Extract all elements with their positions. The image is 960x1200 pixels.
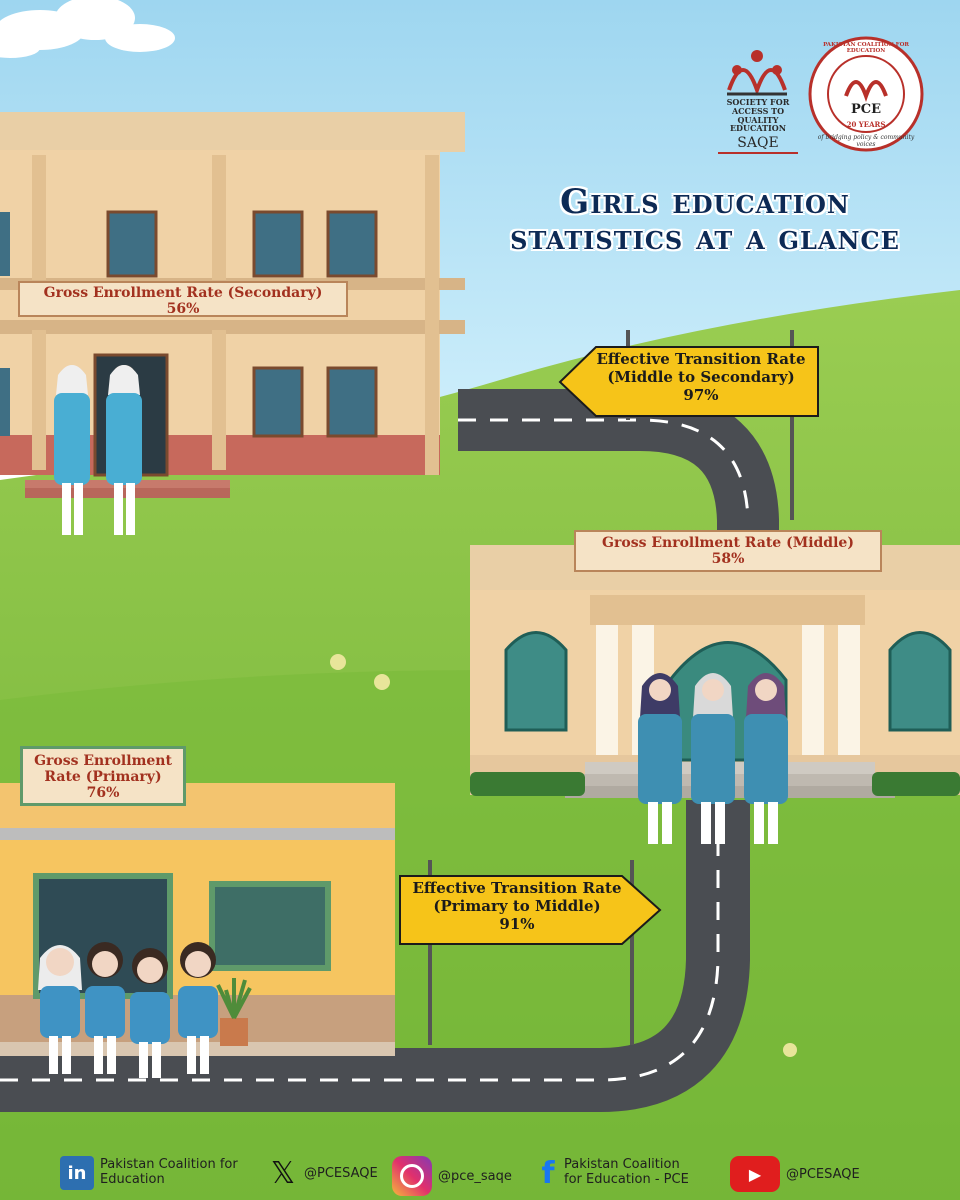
linkedin-icon: in: [60, 1156, 94, 1190]
p2m-line-2: (Primary to Middle): [433, 897, 601, 915]
sign-secondary-enrollment: Gross Enrollment Rate (Secondary) 56%: [18, 281, 348, 317]
facebook-icon: f: [541, 1155, 555, 1191]
road-lower-lines: [0, 800, 720, 1082]
page-title: Girls education statistics at a glance: [470, 182, 940, 258]
pce-acronym: PCE: [850, 102, 882, 117]
pce-tagline: of bridging policy & community voices: [817, 134, 915, 148]
middle-value: 58%: [711, 551, 745, 568]
road-sign-lower-shape: [399, 875, 662, 945]
facebook-link[interactable]: f Pakistan Coalition for Education - PCE: [538, 1155, 689, 1191]
instagram-icon: [392, 1156, 432, 1196]
x-handle: @PCESAQE: [304, 1165, 378, 1181]
p2m-value: 91%: [499, 915, 535, 933]
x-icon: 𝕏: [270, 1155, 296, 1191]
grass-flowers: [330, 654, 797, 1057]
social-footer: in Pakistan Coalition for Education 𝕏 @P…: [0, 1148, 960, 1200]
title-line-1: Girls education: [560, 182, 850, 222]
primary-value: 76%: [86, 785, 120, 802]
road-sign-primary-to-middle: Effective Transition Rate (Primary to Mi…: [402, 879, 632, 933]
road-sign-middle-to-secondary: Effective Transition Rate (Middle to Sec…: [586, 350, 816, 404]
facebook-line-2: for Education - PCE: [564, 1172, 689, 1187]
m2s-line-1: Effective Transition Rate: [596, 350, 806, 368]
middle-label: Gross Enrollment Rate (Middle): [602, 535, 854, 551]
secondary-value: 56%: [166, 301, 200, 318]
girls-secondary: [54, 365, 142, 535]
linkedin-line-2: Education: [100, 1172, 165, 1187]
pce-ring-top: PAKISTAN COALITION FOR EDUCATION: [823, 42, 909, 54]
facebook-line-1: Pakistan Coalition: [564, 1157, 680, 1173]
x-link[interactable]: 𝕏 @PCESAQE: [268, 1155, 378, 1191]
saqe-line-3: EDUCATION: [729, 123, 787, 134]
primary-label-line-1: Gross Enrollment: [34, 753, 172, 769]
cloud: [0, 0, 175, 58]
youtube-handle: @PCESAQE: [786, 1166, 860, 1182]
m2s-value: 97%: [683, 386, 719, 404]
saqe-logo: SOCIETY FOR ACCESS TO QUALITY EDUCATION …: [718, 98, 798, 154]
instagram-link[interactable]: @pce_saqe: [392, 1156, 512, 1196]
pce-logo-emblem: [808, 36, 924, 152]
saqe-acronym: SAQE: [718, 135, 798, 154]
secondary-label: Gross Enrollment Rate (Secondary): [43, 285, 323, 301]
primary-label-line-2: Rate (Primary): [44, 769, 162, 786]
road-upper-lines: [458, 418, 750, 521]
saqe-line-1: SOCIETY FOR: [726, 97, 790, 107]
m2s-line-2: (Middle to Secondary): [607, 368, 795, 386]
sign-middle-enrollment: Gross Enrollment Rate (Middle) 58%: [574, 530, 882, 572]
youtube-icon: ▶: [730, 1156, 780, 1192]
saqe-line-2: ACCESS TO QUALITY: [731, 105, 785, 125]
sign-primary-enrollment: Gross Enrollment Rate (Primary) 76%: [20, 746, 186, 806]
pce-years: 20 YEARS: [846, 120, 886, 129]
pce-logo: PAKISTAN COALITION FOR EDUCATION PCE 20 …: [816, 42, 916, 152]
road-sign-upper-shape: [558, 346, 819, 417]
linkedin-line-1: Pakistan Coalition for: [100, 1157, 238, 1173]
instagram-handle: @pce_saqe: [438, 1168, 512, 1184]
girls-primary: [38, 942, 218, 1078]
linkedin-link[interactable]: in Pakistan Coalition for Education: [60, 1156, 238, 1190]
title-line-2: statistics at a glance: [510, 217, 900, 258]
p2m-line-1: Effective Transition Rate: [412, 879, 622, 897]
girls-middle: [638, 673, 788, 844]
saqe-logo-emblem: [727, 50, 787, 97]
youtube-link[interactable]: ▶ @PCESAQE: [730, 1156, 860, 1192]
